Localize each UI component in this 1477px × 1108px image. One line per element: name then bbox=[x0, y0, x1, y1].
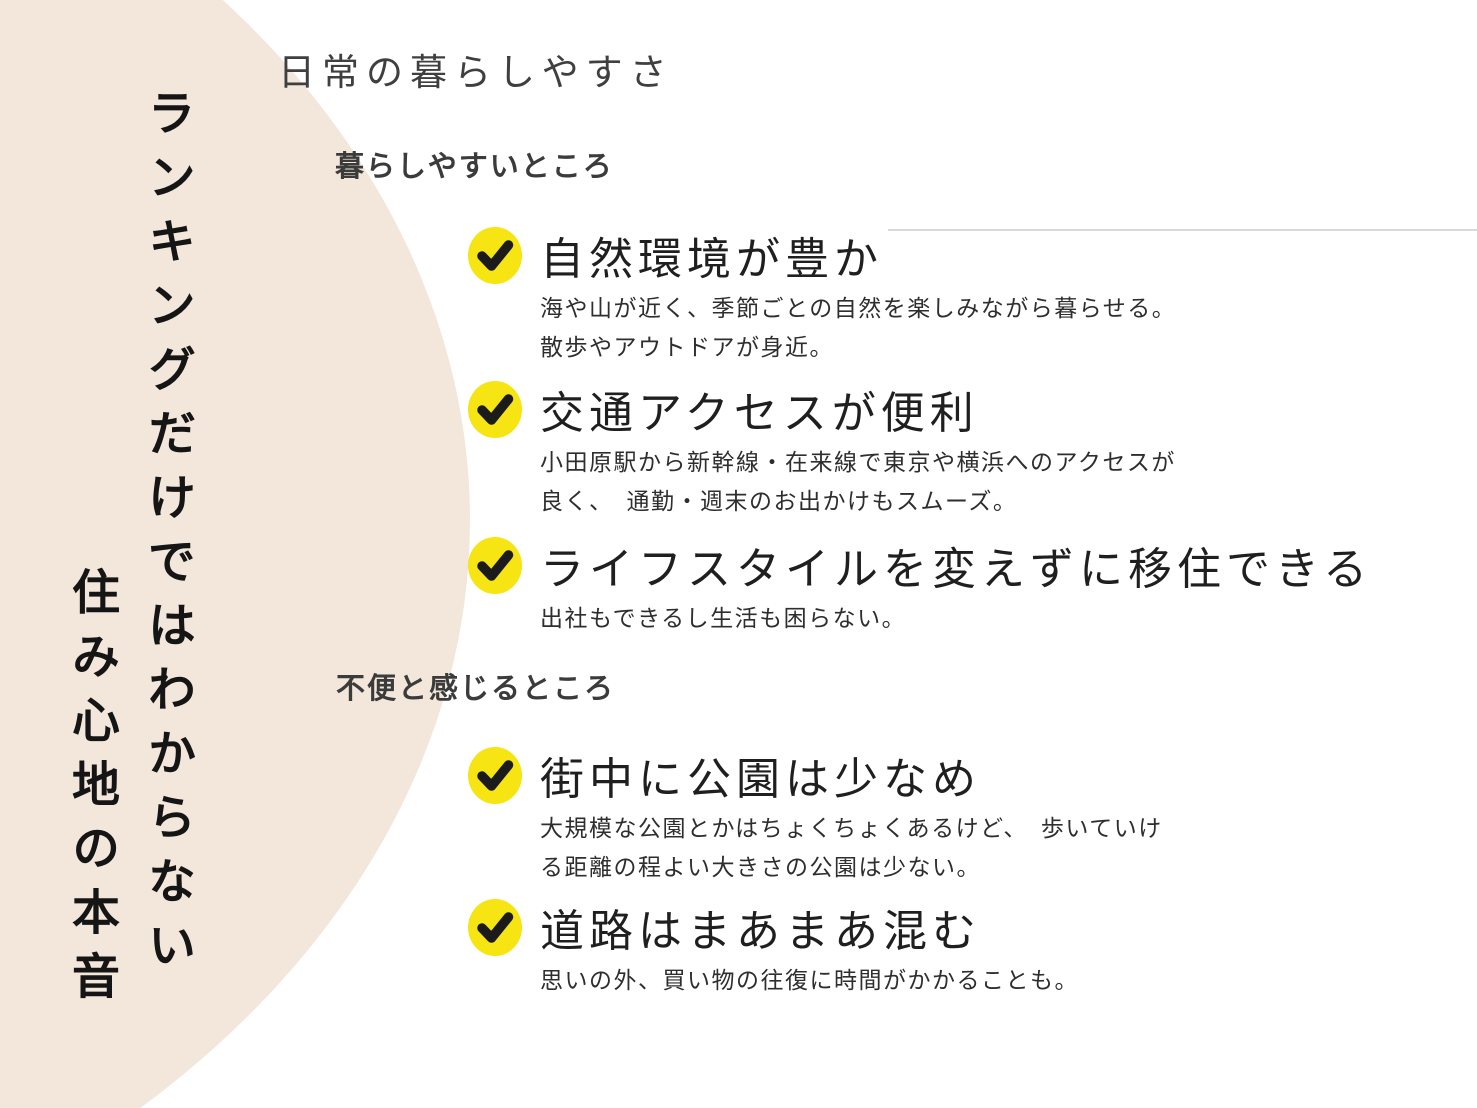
item-title: ライフスタイルを変えずに移住できる bbox=[540, 545, 1373, 594]
check-icon bbox=[468, 226, 522, 284]
item-desc-line: 良く、 通勤・週末のお出かけもスムーズ。 bbox=[540, 488, 1018, 514]
list-item: 街中に公園は少なめ 大規模な公園とかはちょくちょくあるけど、 歩いていけ る距離… bbox=[468, 743, 1163, 887]
divider-line bbox=[888, 229, 1477, 231]
item-head: 道路はまあまあ混む bbox=[468, 895, 1079, 959]
section-heading-pros: 暮らしやすいところ bbox=[335, 151, 614, 183]
list-item: 自然環境が豊か 海や山が近く、季節ごとの自然を楽しみながら暮らせる。 散歩やアウ… bbox=[468, 223, 1176, 367]
item-desc-line: 小田原駅から新幹線・在来線で東京や横浜へのアクセスが bbox=[540, 449, 1176, 475]
item-desc-line: 思いの外、買い物の往復に時間がかかることも。 bbox=[540, 967, 1079, 993]
item-desc-line: 大規模な公園とかはちょくちょくあるけど、 歩いていけ bbox=[540, 815, 1163, 841]
check-icon bbox=[468, 898, 522, 956]
item-description: 思いの外、買い物の往復に時間がかかることも。 bbox=[540, 961, 1079, 1000]
check-icon bbox=[468, 746, 522, 804]
item-desc-line: 海や山が近く、季節ごとの自然を楽しみながら暮らせる。 bbox=[540, 295, 1177, 321]
check-icon bbox=[468, 380, 522, 438]
list-item: 交通アクセスが便利 小田原駅から新幹線・在来線で東京や横浜へのアクセスが 良く、… bbox=[468, 377, 1176, 521]
item-description: 小田原駅から新幹線・在来線で東京や横浜へのアクセスが 良く、 通勤・週末のお出か… bbox=[540, 443, 1176, 521]
item-desc-line: 出社もできるし生活も困らない。 bbox=[540, 605, 907, 631]
list-item: 道路はまあまあ混む 思いの外、買い物の往復に時間がかかることも。 bbox=[468, 895, 1079, 1000]
item-head: ライフスタイルを変えずに移住できる bbox=[468, 533, 1372, 597]
item-title: 交通アクセスが便利 bbox=[540, 389, 979, 438]
item-desc-line: る距離の程よい大きさの公園は少ない。 bbox=[540, 854, 981, 880]
item-head: 街中に公園は少なめ bbox=[468, 743, 1163, 807]
section-heading-cons: 不便と感じるところ bbox=[336, 673, 616, 705]
list-item: ライフスタイルを変えずに移住できる 出社もできるし生活も困らない。 bbox=[468, 533, 1372, 638]
item-title: 街中に公園は少なめ bbox=[540, 755, 981, 804]
item-head: 交通アクセスが便利 bbox=[468, 377, 1176, 441]
item-desc-line: 散歩やアウトドアが身近。 bbox=[540, 334, 834, 360]
item-description: 大規模な公園とかはちょくちょくあるけど、 歩いていけ る距離の程よい大きさの公園… bbox=[540, 809, 1163, 887]
item-title: 道路はまあまあ混む bbox=[540, 907, 981, 956]
vertical-title-line2: 住み心地の本音 bbox=[64, 567, 117, 1015]
check-icon bbox=[468, 536, 522, 594]
item-title: 自然環境が豊か bbox=[540, 235, 883, 284]
item-description: 海や山が近く、季節ごとの自然を楽しみながら暮らせる。 散歩やアウトドアが身近。 bbox=[540, 289, 1176, 367]
vertical-title-line1: ランキングだけではわからない bbox=[140, 88, 193, 984]
item-head: 自然環境が豊か bbox=[468, 223, 1176, 287]
page-title: 日常の暮らしやすさ bbox=[278, 52, 674, 93]
item-description: 出社もできるし生活も困らない。 bbox=[540, 599, 1372, 638]
